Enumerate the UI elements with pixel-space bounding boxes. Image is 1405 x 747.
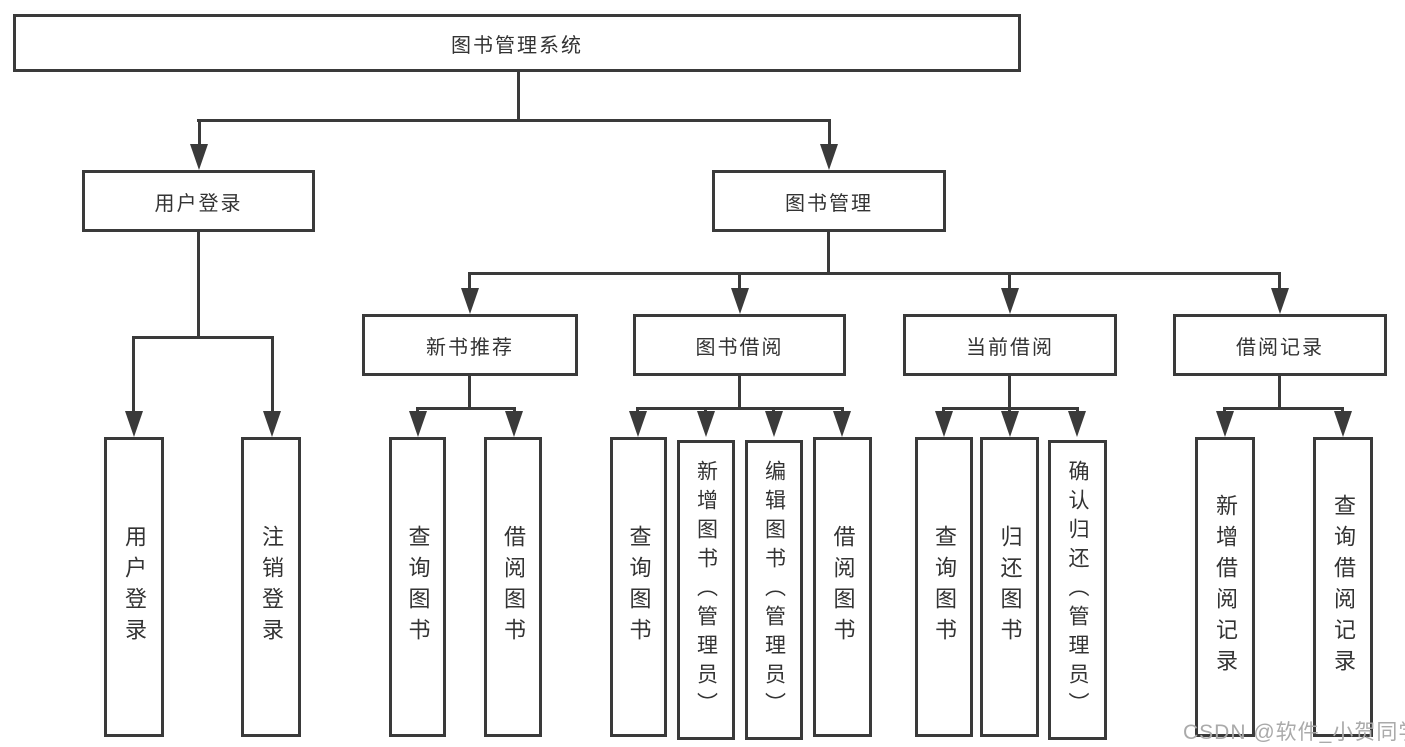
connector <box>1008 376 1011 410</box>
connector <box>416 407 516 410</box>
connector <box>132 336 274 339</box>
node-leaf-query-borrow-record: 查询借阅记录 <box>1313 437 1373 737</box>
node-leaf-confirm-return-admin-label: 确认归还（管理员） <box>1066 459 1089 721</box>
node-user-login: 用户登录 <box>82 170 315 232</box>
arrowhead <box>125 411 143 437</box>
arrowhead <box>1334 411 1352 437</box>
arrowhead <box>820 144 838 170</box>
arrowhead <box>697 411 715 437</box>
connector <box>468 272 1281 275</box>
node-leaf-add-borrow-record: 新增借阅记录 <box>1195 437 1255 737</box>
node-new-book-recommend: 新书推荐 <box>362 314 578 376</box>
node-book-management: 图书管理 <box>712 170 946 232</box>
node-leaf-edit-book-admin: 编辑图书（管理员） <box>745 440 803 740</box>
connector <box>271 336 274 414</box>
node-borrowing-records-label: 借阅记录 <box>1236 336 1324 359</box>
node-leaf-borrow-books-recommend-label: 借阅图书 <box>501 525 526 649</box>
node-user-login-label: 用户登录 <box>154 192 243 215</box>
arrowhead <box>461 288 479 314</box>
arrowhead <box>833 411 851 437</box>
node-leaf-confirm-return-admin: 确认归还（管理员） <box>1048 440 1107 740</box>
node-leaf-add-book-admin: 新增图书（管理员） <box>677 440 735 740</box>
node-leaf-logout: 注销登录 <box>241 437 301 737</box>
arrowhead <box>935 411 953 437</box>
connector <box>1278 376 1281 410</box>
node-leaf-return-book: 归还图书 <box>980 437 1039 737</box>
arrowhead <box>263 411 281 437</box>
connector <box>132 336 135 414</box>
arrowhead <box>505 411 523 437</box>
node-current-borrowing: 当前借阅 <box>903 314 1117 376</box>
connector <box>1223 407 1344 410</box>
connector <box>738 376 741 410</box>
node-leaf-user-login-label: 用户登录 <box>122 525 147 649</box>
arrowhead <box>1216 411 1234 437</box>
node-leaf-borrow-books-recommend: 借阅图书 <box>484 437 542 737</box>
node-book-borrowing-label: 图书借阅 <box>695 336 784 359</box>
arrowhead <box>1001 288 1019 314</box>
connector <box>828 119 831 147</box>
node-leaf-return-book-label: 归还图书 <box>997 525 1023 649</box>
node-leaf-query-books-recommend-label: 查询图书 <box>405 525 431 649</box>
node-borrowing-records: 借阅记录 <box>1173 314 1387 376</box>
node-new-book-recommend-label: 新书推荐 <box>426 336 514 359</box>
node-leaf-add-borrow-record-label: 新增借阅记录 <box>1213 494 1238 680</box>
node-leaf-borrow-books-borrowing-label: 借阅图书 <box>830 525 856 649</box>
node-root: 图书管理系统 <box>13 14 1021 72</box>
arrowhead <box>765 411 783 437</box>
connector <box>1278 272 1281 292</box>
node-leaf-user-login: 用户登录 <box>104 437 164 737</box>
arrowhead <box>409 411 427 437</box>
connector <box>636 407 844 410</box>
connector <box>197 232 200 339</box>
node-book-borrowing: 图书借阅 <box>633 314 846 376</box>
connector <box>197 119 831 122</box>
node-leaf-logout-label: 注销登录 <box>259 525 284 649</box>
arrowhead <box>629 411 647 437</box>
connector <box>827 232 830 275</box>
node-leaf-query-borrow-record-label: 查询借阅记录 <box>1331 494 1356 680</box>
node-current-borrowing-label: 当前借阅 <box>966 336 1054 359</box>
arrowhead <box>190 144 208 170</box>
connector <box>1008 272 1011 292</box>
node-leaf-add-book-admin-label: 新增图书（管理员） <box>694 459 718 721</box>
node-leaf-query-books-current: 查询图书 <box>915 437 973 737</box>
connector <box>198 119 201 147</box>
arrowhead <box>1068 411 1086 437</box>
connector <box>738 272 741 292</box>
arrowhead <box>1271 288 1289 314</box>
node-leaf-query-books-borrowing-label: 查询图书 <box>626 525 652 649</box>
connector <box>468 272 471 292</box>
connector <box>517 71 520 121</box>
arrowhead <box>731 288 749 314</box>
node-leaf-query-books-borrowing: 查询图书 <box>610 437 667 737</box>
watermark: CSDN @软件_小贺同学 <box>1183 721 1405 744</box>
node-leaf-edit-book-admin-label: 编辑图书（管理员） <box>762 459 786 721</box>
node-leaf-query-books-recommend: 查询图书 <box>389 437 446 737</box>
node-leaf-query-books-current-label: 查询图书 <box>932 525 957 649</box>
connector <box>468 376 471 410</box>
node-leaf-borrow-books-borrowing: 借阅图书 <box>813 437 872 737</box>
node-root-label: 图书管理系统 <box>451 34 583 57</box>
node-book-management-label: 图书管理 <box>785 192 873 215</box>
arrowhead <box>1001 411 1019 437</box>
